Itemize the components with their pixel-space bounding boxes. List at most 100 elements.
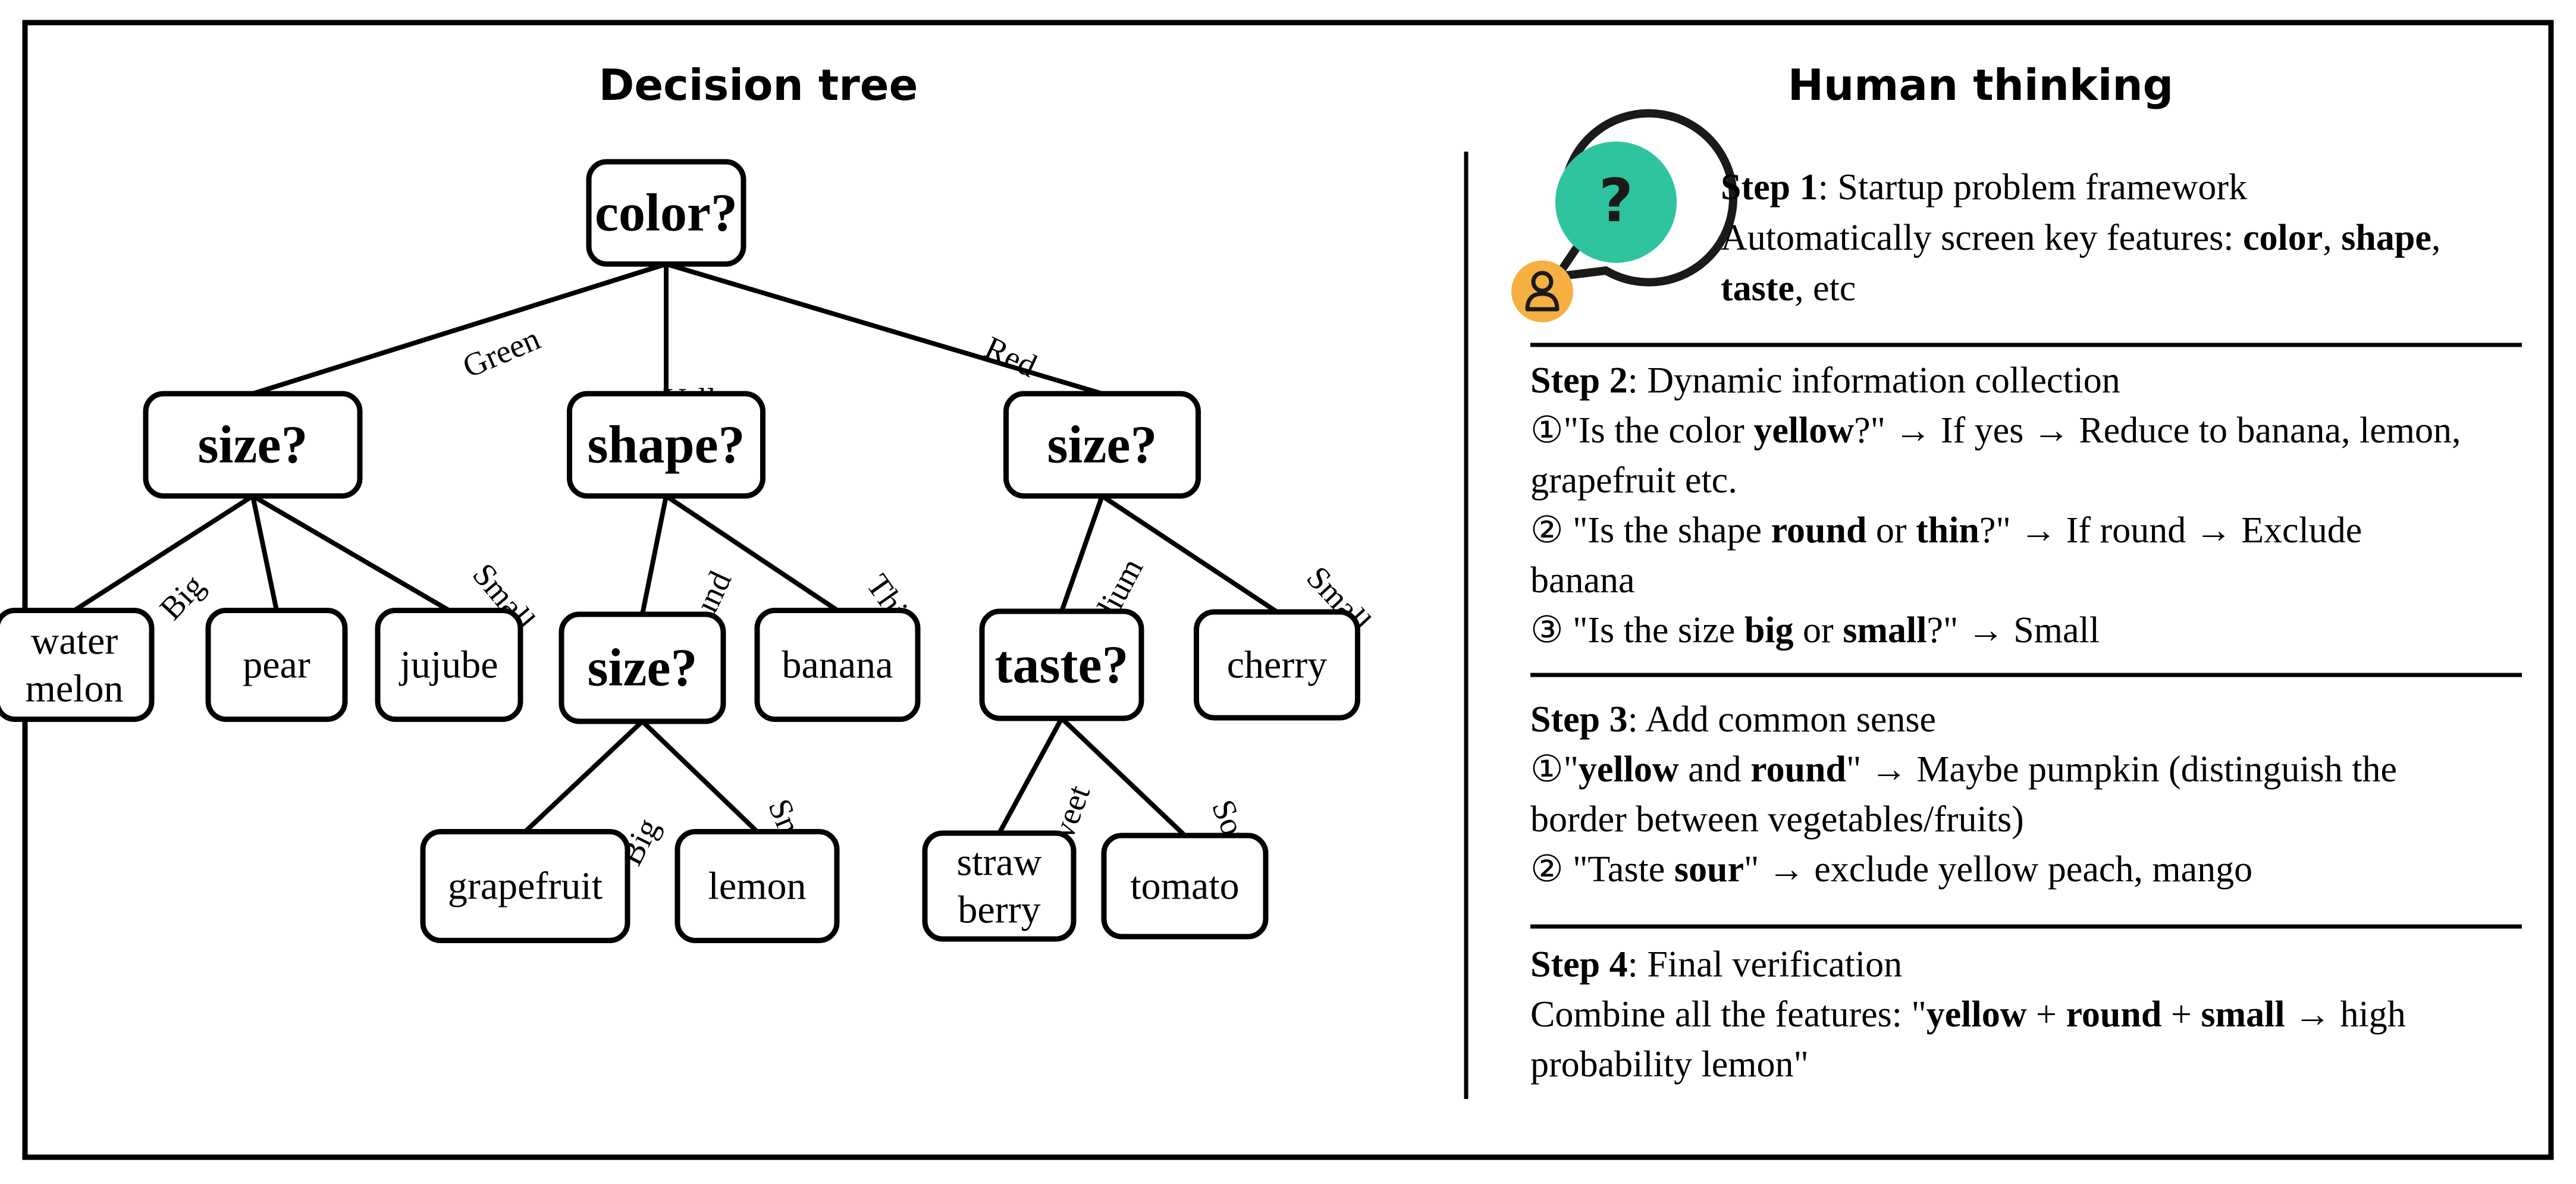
tree-node-lemon: lemon <box>674 829 840 943</box>
step-text: : Add common sense <box>1628 699 1936 740</box>
step-keyword: round <box>1750 749 1846 790</box>
node-box <box>567 391 765 499</box>
node-label: lemon <box>708 865 807 908</box>
node-box <box>586 159 746 267</box>
decision-tree-title: Decision tree <box>599 60 918 110</box>
node-label: pear <box>243 643 310 687</box>
step-block-1: Step 1: Startup problem frameworkAutomat… <box>1721 167 2440 309</box>
step-keyword: big <box>1744 610 1794 651</box>
step-1-line: Step 1: Startup problem framework <box>1721 167 2247 208</box>
edge-label-green: Green <box>457 320 545 385</box>
tree-node-size-round: size? <box>559 611 726 724</box>
node-label: taste? <box>995 636 1129 695</box>
bubble-fill <box>1555 142 1677 263</box>
tree-edge-shape-to-banana <box>664 494 840 613</box>
tree-edge-color-to-size-green <box>250 262 669 396</box>
step-text: ①"Is the color <box>1530 410 1753 451</box>
step-text: and <box>1679 749 1751 790</box>
step-text: " → exclude yellow peach, mango <box>1744 849 2252 890</box>
human-thinking-title: Human thinking <box>1788 60 2173 110</box>
node-box <box>143 391 363 499</box>
step-text: " → Maybe pumpkin (distinguish the <box>1846 749 2397 790</box>
step-text: , <box>2431 218 2441 258</box>
step-keyword: round <box>1771 510 1867 551</box>
node-label: water <box>31 620 118 663</box>
tree-node-pear: pear <box>205 608 348 722</box>
node-label: berry <box>958 888 1040 932</box>
step-keyword: yellow <box>1926 994 2027 1035</box>
step-keyword: Step 1 <box>1721 167 1818 208</box>
step-text: Automatically screen key features: <box>1721 218 2243 258</box>
tree-node-size-red: size? <box>1003 391 1201 499</box>
steps-panel: Step 1: Startup problem frameworkAutomat… <box>1530 167 2461 1085</box>
step-text: ② "Taste <box>1530 849 1674 890</box>
edge-label-red: Red <box>979 329 1042 384</box>
step-text: + <box>2161 994 2201 1035</box>
step-text: ② "Is the shape <box>1530 510 1771 551</box>
tree-edge-size-red-to-taste <box>1059 494 1105 614</box>
step-4-line: Step 4: Final verification <box>1530 944 1902 985</box>
tree-node-size-green: size? <box>143 391 363 499</box>
tree-edge-size-round-to-grapefruit <box>523 719 645 834</box>
tree-node-taste: taste? <box>979 608 1144 721</box>
step-keyword: yellow <box>1579 749 1679 790</box>
step-text: ?" → If yes → Reduce to banana, lemon, <box>1854 410 2461 451</box>
step-keyword: small <box>1843 610 1926 651</box>
edge-label-big: Big <box>152 567 211 627</box>
step-4-line: Combine all the features: "yellow + roun… <box>1530 994 2406 1035</box>
tree-node-grapefruit: grapefruit <box>420 829 630 943</box>
step-text: , etc <box>1794 268 1856 309</box>
step-4-line: probability lemon" <box>1530 1044 1809 1085</box>
step-block-3: Step 3: Add common sense ①"yellow and rou… <box>1530 699 2397 890</box>
step-text: ?" → If round → Exclude <box>1979 510 2362 551</box>
step-3-line: ①"yellow and round" → Maybe pumpkin (dis… <box>1530 749 2397 790</box>
step-2-line: Step 2: Dynamic information collection <box>1530 360 2120 401</box>
node-box <box>1101 833 1269 940</box>
question-speech-bubble-icon: ? <box>1553 109 1737 287</box>
user-avatar-icon <box>1511 260 1573 322</box>
step-1-line: taste, etc <box>1721 268 1856 309</box>
step-3-line: border between vegetables/fruits) <box>1530 799 2024 840</box>
node-label: tomato <box>1130 865 1239 908</box>
node-box <box>420 829 630 943</box>
tree-edge-taste-to-strawberry <box>997 716 1064 836</box>
tree-node-tomato: tomato <box>1101 833 1269 940</box>
question-mark-glyph: ? <box>1599 166 1633 235</box>
outer-frame <box>22 20 2554 1160</box>
step-text: ?" → Small <box>1926 610 2100 651</box>
node-box <box>922 830 1077 942</box>
tree-edge-taste-to-tomato <box>1059 716 1187 838</box>
step-2-line: grapefruit etc. <box>1530 460 1737 501</box>
node-label: shape? <box>587 416 745 475</box>
step-keyword: Step 2 <box>1530 360 1628 401</box>
step-text: banana <box>1530 560 1635 601</box>
step-block-2: Step 2: Dynamic information collection ①"… <box>1530 360 2461 651</box>
step-text: grapefruit etc. <box>1530 460 1737 501</box>
tree-edge-size-green-to-watermelon <box>72 494 255 613</box>
tree-edge-size-red-to-cherry <box>1100 494 1279 614</box>
step-keyword: yellow <box>1753 410 1854 451</box>
step-text: border between vegetables/fruits) <box>1530 799 2024 840</box>
node-box <box>559 611 726 724</box>
step-2-line: ② "Is the shape round or thin?" → If rou… <box>1530 510 2362 551</box>
step-text: or <box>1794 610 1843 651</box>
step-text: , <box>2323 218 2341 258</box>
step-keyword: round <box>2066 994 2162 1035</box>
step-2-line: banana <box>1530 560 1635 601</box>
node-box <box>1194 609 1360 721</box>
tree-edge-size-round-to-lemon <box>640 719 760 834</box>
step-text: → high <box>2285 994 2406 1035</box>
tree-edges <box>72 262 1279 838</box>
step-text: or <box>1866 510 1916 551</box>
step-keyword: small <box>2201 994 2285 1035</box>
tree-edge-shape-to-size-round <box>640 494 669 617</box>
node-box <box>674 829 840 943</box>
step-2-line: ③ "Is the size big or small?" → Small <box>1530 610 2100 651</box>
step-keyword: Step 3 <box>1530 699 1628 740</box>
step-keyword: sour <box>1674 849 1744 890</box>
step-2-line: ①"Is the color yellow?" → If yes → Reduc… <box>1530 410 2461 451</box>
